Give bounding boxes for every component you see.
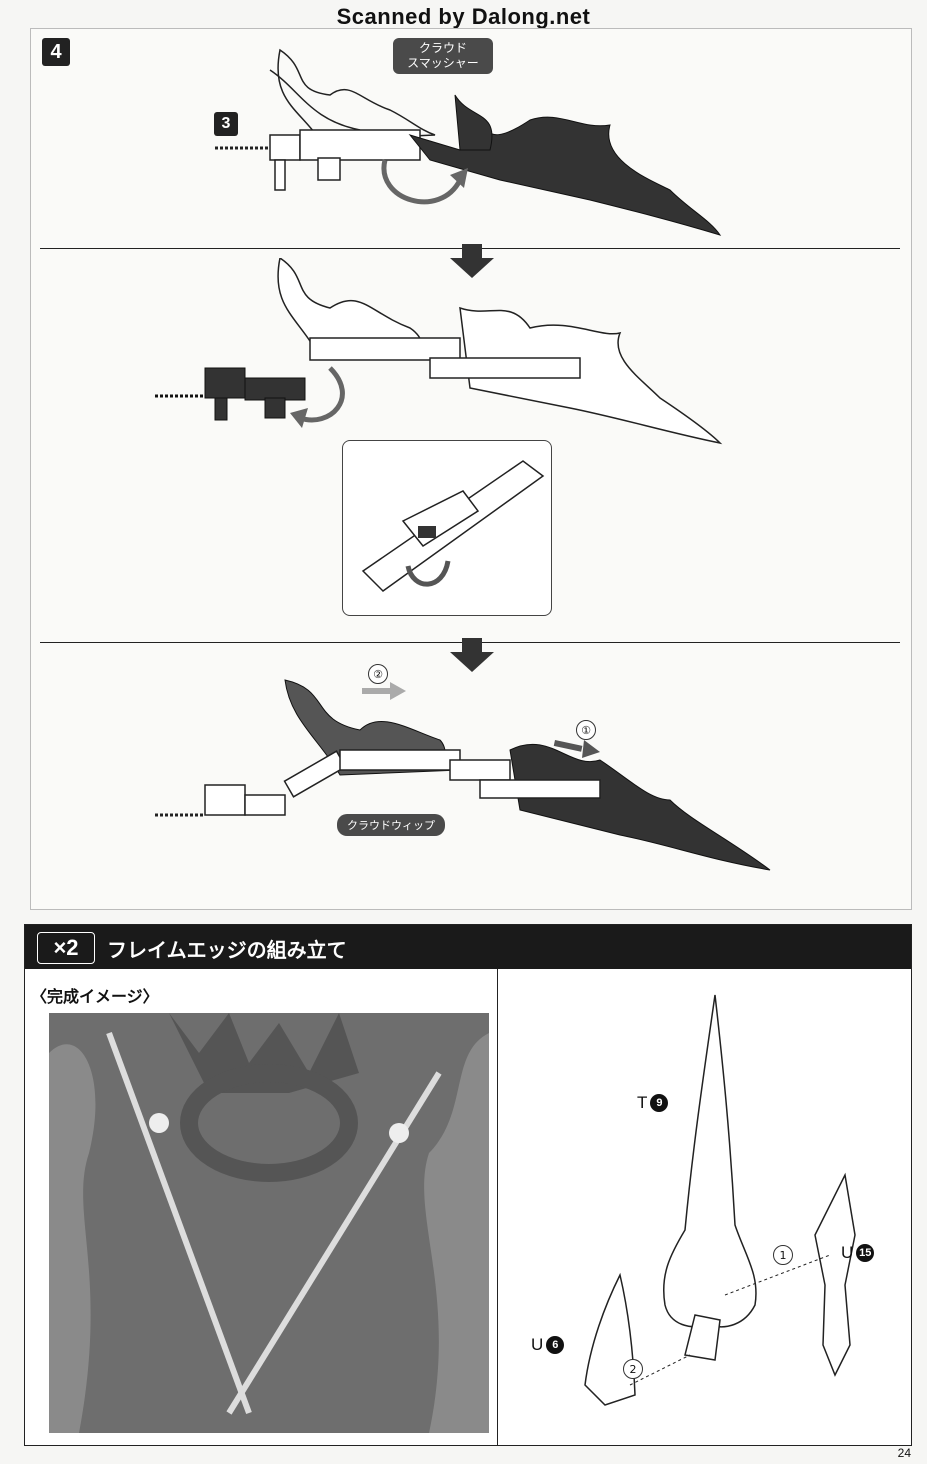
part-letter-u: U bbox=[841, 1243, 854, 1262]
assembly-step-2: 2 bbox=[623, 1359, 643, 1379]
flame-blade-white-top bbox=[277, 258, 433, 359]
flame-blade-white bbox=[269, 48, 436, 141]
rotate-arrowhead bbox=[450, 168, 468, 188]
part-u15-guard bbox=[814, 1172, 856, 1377]
flame-silhouette-right bbox=[424, 1033, 489, 1433]
part-t9-blade bbox=[662, 994, 757, 1328]
guide-line-2 bbox=[629, 1354, 691, 1386]
tab-part bbox=[418, 526, 436, 538]
part-t9-peg bbox=[684, 1314, 721, 1361]
callout-line-2: スマッシャー bbox=[407, 56, 479, 70]
blade-joint-right bbox=[389, 1123, 409, 1143]
weapon-diagram-2 bbox=[155, 258, 723, 445]
arm-segments bbox=[309, 337, 581, 379]
handle-grip-white bbox=[155, 749, 601, 817]
part-u6-hilt bbox=[584, 1272, 636, 1406]
rotate-arrow-2 bbox=[299, 366, 345, 423]
part-number-6: 6 bbox=[546, 1336, 565, 1354]
flame-blade-white-right bbox=[459, 306, 723, 445]
flame-edge-blade-left bbox=[106, 1031, 252, 1415]
step-number-2: ② bbox=[368, 664, 388, 684]
step-badge: 4 bbox=[42, 38, 70, 66]
cloud-whip-label: クラウドウィップ bbox=[337, 814, 445, 836]
zoom-rotate-arrow bbox=[405, 560, 451, 587]
callout-line-1: クラウド bbox=[418, 41, 467, 55]
guide-line-1 bbox=[724, 1254, 831, 1296]
detail-zoom-box bbox=[342, 410, 552, 616]
slide-arrow-1 bbox=[553, 740, 600, 758]
multiplier-badge: ×2 bbox=[37, 932, 95, 964]
part-label-u6: U 6 bbox=[531, 1335, 565, 1355]
section-title: フレイムエッジの組み立て bbox=[107, 938, 347, 962]
ring-shape bbox=[180, 1064, 358, 1182]
assembly-step-1: 1 bbox=[773, 1245, 793, 1265]
watermark: Scanned by Dalong.net bbox=[336, 4, 591, 29]
photo-illustration bbox=[49, 1013, 489, 1433]
part-number-9: 9 bbox=[650, 1094, 669, 1112]
blade-closeup bbox=[361, 460, 545, 592]
handle-grip-dark bbox=[155, 367, 306, 421]
flame-blade-dark bbox=[408, 94, 722, 236]
flame-edge-section: ×2 フレイムエッジの組み立て 〈完成イメージ〉 T 9 bbox=[24, 924, 912, 1446]
step-number-1: ① bbox=[576, 720, 596, 740]
flame-silhouette-left bbox=[49, 1044, 96, 1433]
page-number: 24 bbox=[897, 1446, 911, 1460]
sub-step-badge: 3 bbox=[214, 112, 238, 136]
part-letter-t: T bbox=[637, 1093, 648, 1112]
part-label-t9: T 9 bbox=[637, 1093, 669, 1113]
down-arrow-2 bbox=[450, 638, 494, 672]
completed-image-label: 〈完成イメージ〉 bbox=[31, 987, 159, 1006]
section-header: ×2 フレイムエッジの組み立て bbox=[25, 925, 911, 969]
detail-illustration bbox=[361, 410, 545, 592]
part-letter-u-2: U bbox=[531, 1335, 544, 1354]
down-arrow-1 bbox=[450, 244, 494, 278]
completed-image-photo bbox=[49, 1013, 489, 1433]
rotate-arrowhead-2 bbox=[290, 408, 308, 428]
rotate-arrow bbox=[381, 159, 463, 205]
weapon-diagram-1 bbox=[215, 48, 722, 236]
part-number-15: 15 bbox=[856, 1244, 875, 1262]
blade-joint-left bbox=[149, 1113, 169, 1133]
slide-arrow-2 bbox=[362, 682, 406, 700]
handle-grip bbox=[215, 129, 421, 191]
part-label-u15: U 15 bbox=[841, 1243, 875, 1263]
weapon-diagram-3 bbox=[155, 679, 771, 871]
cloud-smasher-callout: クラウド スマッシャー bbox=[393, 38, 493, 74]
assembly-diagram bbox=[584, 994, 856, 1406]
flame-blade-dark-right bbox=[509, 743, 771, 871]
section-divider bbox=[497, 969, 498, 1445]
